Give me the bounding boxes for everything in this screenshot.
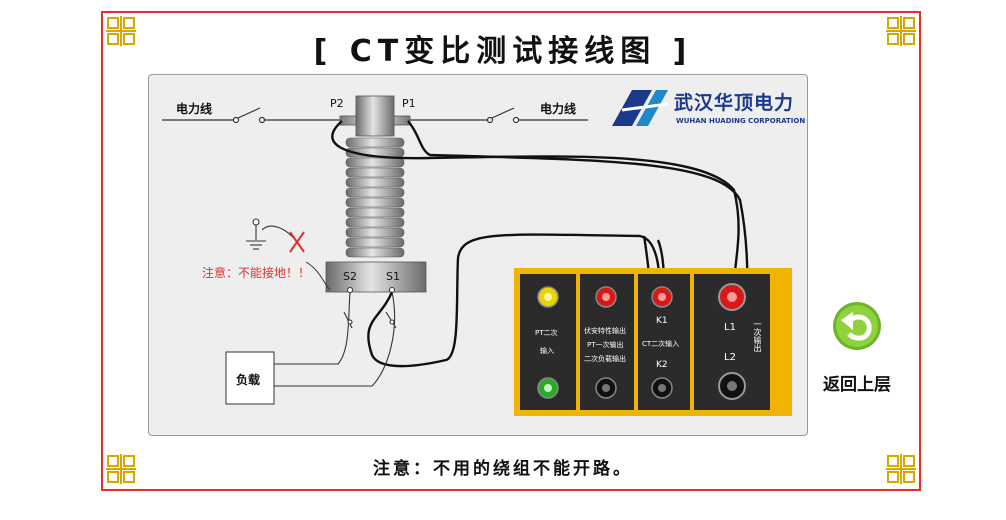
p1-label: P1 [402, 97, 416, 110]
current-transformer [325, 95, 427, 293]
power-line-right [410, 107, 588, 124]
back-arrow-icon[interactable] [833, 302, 881, 350]
load-label: 负载 [236, 373, 261, 387]
load-wires [274, 291, 397, 387]
ct-input-label: CT二次输入 [642, 340, 680, 348]
power-line-right-label: 电力线 [540, 102, 577, 116]
decorative-frame [101, 11, 921, 491]
l1-label: L1 [724, 322, 736, 333]
pt-input-label-line1: PT二次 [535, 329, 558, 337]
load-box [225, 351, 275, 405]
company-logo-icon [612, 90, 669, 126]
k2-label: K2 [656, 360, 668, 370]
device-label-pt-primary-output: PT一次输出 [587, 341, 624, 349]
corner-ornament-top-left [106, 16, 136, 46]
power-line-left-label: 电力线 [176, 102, 213, 116]
s2-lead [305, 261, 331, 291]
page-title: [ CT变比测试接线图 ] [313, 34, 693, 69]
k1-label: K1 [656, 316, 668, 326]
back-button[interactable]: 返回上层 [822, 296, 892, 396]
l2-label: L2 [724, 352, 736, 363]
corner-ornament-bottom-right [886, 454, 916, 484]
device-label-secondary-load-output: 二次负载输出 [584, 355, 626, 363]
logo-text-cn: 武汉华顶电力 [674, 92, 795, 114]
power-line-left [162, 107, 340, 124]
primary-output-label: 一次输出 [753, 320, 762, 352]
s1-label: S1 [386, 270, 400, 283]
test-device [514, 268, 792, 416]
s2-label: S2 [343, 270, 357, 283]
corner-ornament-bottom-left [106, 454, 136, 484]
footer-note: 注意：不用的绕组不能开路。 [373, 459, 633, 479]
back-button-label: 返回上层 [823, 375, 891, 395]
corner-ornament-top-right [886, 16, 916, 46]
ground-warning: 注意：不能接地！！ [202, 266, 311, 280]
device-label-va-output: 伏安特性输出 [584, 327, 626, 335]
pt-input-label-line2: 输入 [540, 347, 554, 355]
logo-text-en: WUHAN HUADING CORPORATION [676, 117, 806, 125]
no-ground-cross-icon [289, 231, 305, 253]
p2-label: P2 [330, 97, 344, 110]
